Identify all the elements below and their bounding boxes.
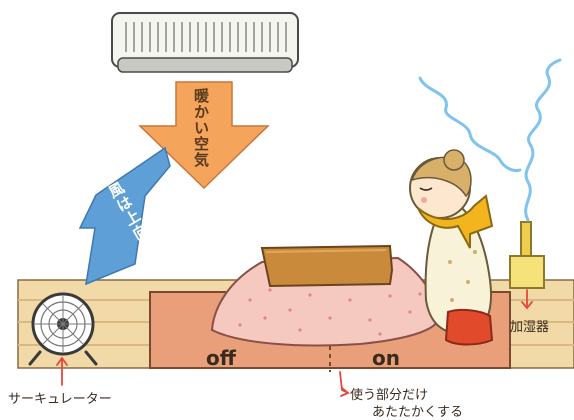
on-label: on bbox=[372, 346, 400, 370]
kotatsu bbox=[210, 244, 442, 347]
warm-air-arrow bbox=[138, 81, 270, 190]
humidifier-label: 加湿器 bbox=[510, 320, 550, 335]
air-rises-arrow bbox=[78, 146, 171, 286]
circulator-fan bbox=[28, 292, 98, 366]
note-line-2: あたたかくする bbox=[372, 405, 464, 420]
steam bbox=[418, 58, 562, 222]
off-label: off bbox=[206, 346, 236, 370]
warm-air-label: 暖かい空気 bbox=[192, 88, 210, 168]
circulator-label: サーキュレーター bbox=[8, 392, 112, 407]
note-line-1: 使う部分だけ bbox=[350, 388, 429, 403]
girl bbox=[409, 149, 494, 346]
humidifier bbox=[509, 221, 545, 289]
air-conditioner bbox=[111, 12, 299, 73]
pointer-arrows bbox=[56, 289, 533, 397]
